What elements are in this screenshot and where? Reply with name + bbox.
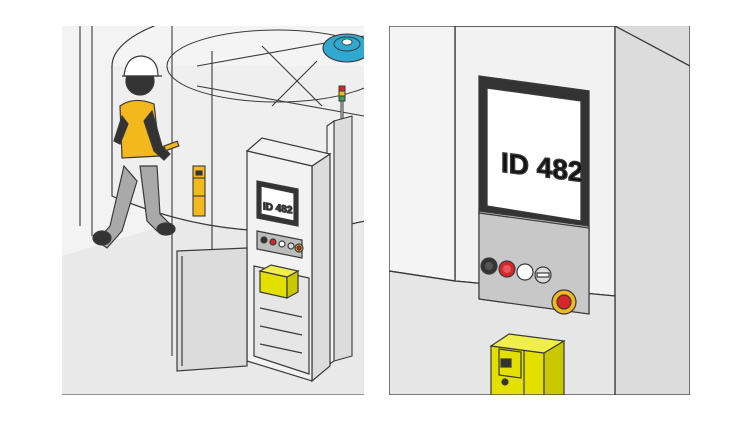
white-button: [516, 263, 534, 281]
safety-switch: [192, 165, 206, 217]
control-button-plate: [478, 210, 590, 315]
rotating-machine-part: [322, 33, 364, 63]
emergency-stop-icon: [296, 245, 302, 251]
hmi-display: ID 482 PILZ: [478, 75, 590, 232]
overview-scene: ID 482: [62, 26, 364, 395]
overview-illustration: ID 482: [62, 26, 364, 395]
hard-hat-icon: [123, 55, 159, 77]
safety-relay-modules: [489, 333, 566, 395]
overview-screen-id: ID 482: [263, 201, 293, 216]
control-cabinet: ID 482: [245, 137, 332, 383]
closeup-illustration: ID 482 PILZ: [389, 26, 690, 395]
cabinet-door: [176, 247, 248, 372]
worker-figure: [92, 55, 180, 249]
closeup-scene: ID 482 PILZ: [389, 26, 690, 395]
